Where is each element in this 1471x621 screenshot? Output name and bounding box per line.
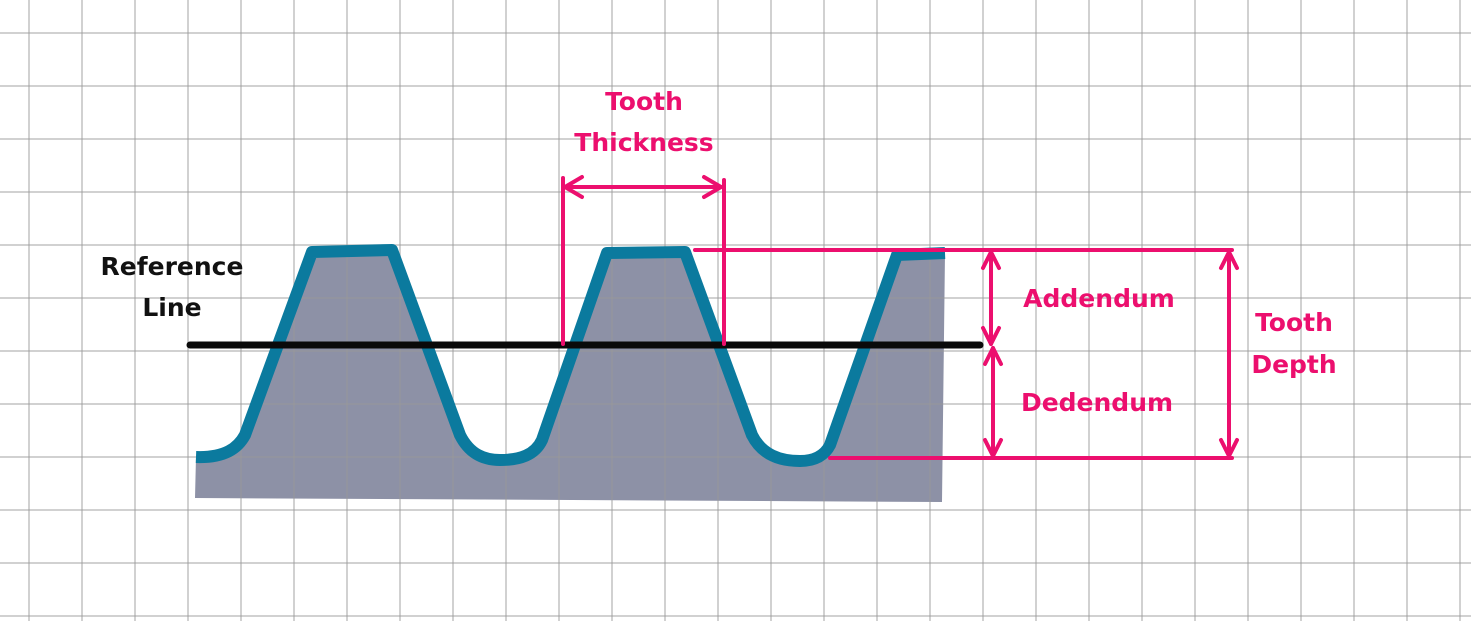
tooth-thickness-label-2: Thickness bbox=[574, 128, 713, 157]
tooth-thickness-label-1: Tooth bbox=[605, 87, 683, 116]
tooth-profile-outline bbox=[195, 244, 946, 467]
reference-line-label-2: Line bbox=[142, 293, 201, 322]
dedendum-label: Dedendum bbox=[1021, 388, 1173, 417]
tooth-depth-label-2: Depth bbox=[1251, 350, 1336, 379]
arrowhead-left bbox=[563, 175, 584, 199]
addendum-label: Addendum bbox=[1023, 284, 1175, 313]
arrowhead-right bbox=[702, 175, 723, 199]
dimension-lines bbox=[561, 175, 1239, 460]
reference-line-label-1: Reference bbox=[101, 252, 244, 281]
tooth-depth-label-1: Tooth bbox=[1255, 308, 1333, 337]
